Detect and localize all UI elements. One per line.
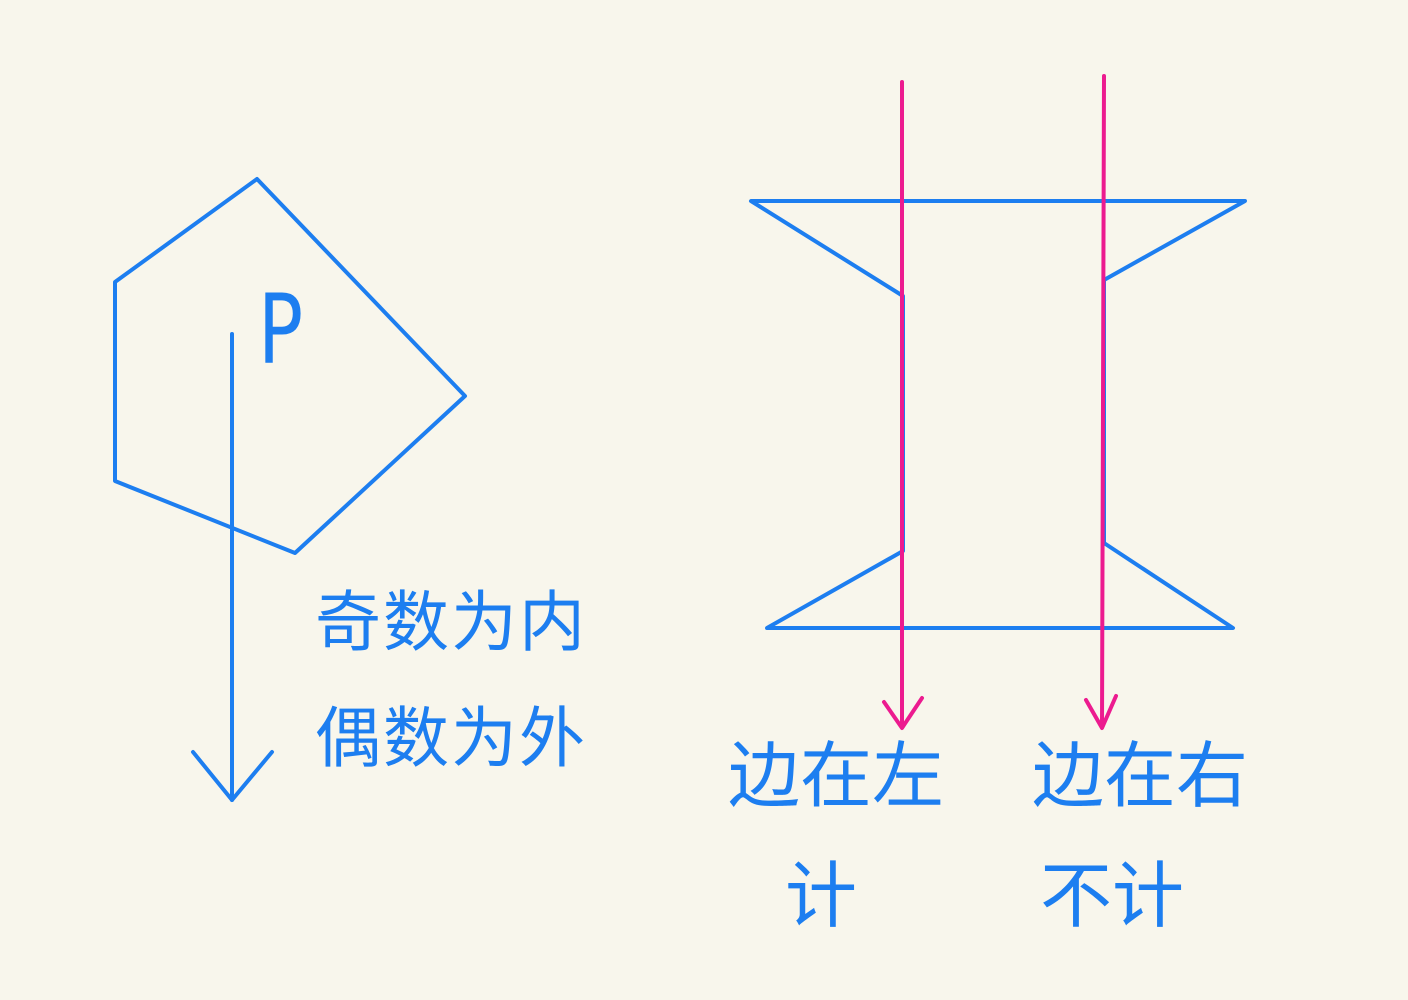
left-pink-ray-arrowhead [882, 696, 924, 730]
left-ray-label-line1: 边在左 [728, 734, 945, 818]
even-outside-rule: 偶数为外 [315, 700, 587, 777]
right-pink-ray-arrowhead [1084, 694, 1118, 730]
i-shaped-polygon [749, 199, 1247, 630]
right-ray-label-line1: 边在右 [1032, 734, 1249, 818]
left-ray-label-line2: 计 [785, 854, 858, 938]
point-p-label: P [258, 274, 304, 386]
ray-from-p-arrowhead [191, 750, 274, 802]
right-ray-label-line2: 不计 [1040, 854, 1185, 938]
right-pink-ray [1100, 74, 1106, 728]
hexagon-polygon [113, 177, 467, 555]
odd-inside-rule: 奇数为内 [315, 584, 587, 661]
